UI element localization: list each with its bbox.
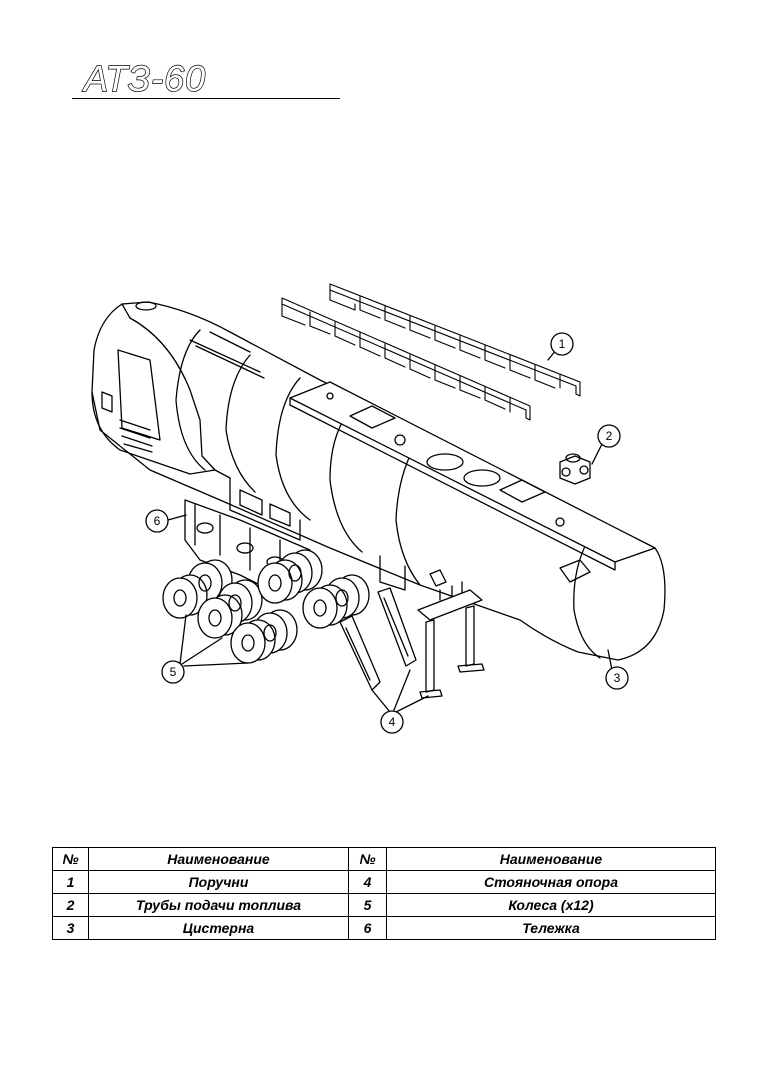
callout-2-leader [591,443,603,465]
callout-6-leader [167,514,187,521]
callout-3-circle [605,666,629,690]
callout-3-number: 3 [614,671,621,685]
drawing-title: АТЗ-60 [83,57,207,99]
handrails [281,283,581,421]
cell-number: 3 [52,916,89,940]
cell-name: Стояночная опора [386,870,716,894]
callout-4-circle [380,710,404,734]
cell-name: Тележка [386,916,716,940]
callout-4-leaders [371,669,429,713]
callout-1-number: 1 [559,337,566,351]
table-row: 3 Цистерна 6 Тележка [52,916,716,940]
callout-6-circle [145,509,169,533]
callout-2-circle [597,424,621,448]
callout-5-circle [161,660,185,684]
cell-name: Цистерна [88,916,349,940]
cell-number: 2 [52,893,89,917]
cell-number: 4 [348,870,387,894]
callout-2-number: 2 [606,429,613,443]
fuel-pipe-fitting [559,453,591,485]
cell-name: Колеса (x12) [386,893,716,917]
cell-name: Поручни [88,870,349,894]
header-number-1: № [52,847,89,871]
tank-body [91,301,666,661]
callout-5-leaders [179,614,249,667]
wheels [162,549,370,664]
callout-6-number: 6 [154,514,161,528]
parts-list-table: № Наименование № Наименование 1 Поручни … [52,847,716,940]
cell-number: 1 [52,870,89,894]
header-number-2: № [348,847,387,871]
cell-number: 5 [348,893,387,917]
cell-number: 6 [348,916,387,940]
table-header-row: № Наименование № Наименование [52,847,716,871]
table-row: 2 Трубы подачи топлива 5 Колеса (x12) [52,893,716,917]
header-name-2: Наименование [386,847,716,871]
exploded-view-drawing: 1 2 3 4 5 6 [91,283,666,734]
callout-4-number: 4 [389,715,396,729]
cell-name: Трубы подачи топлива [88,893,349,917]
header-name-1: Наименование [88,847,349,871]
callout-3-leader [607,649,613,671]
parking-supports [339,581,485,699]
table-row: 1 Поручни 4 Стояночная опора [52,870,716,894]
title-underline [72,98,340,99]
callout-1-circle [550,332,574,356]
callout-5-number: 5 [170,665,177,679]
